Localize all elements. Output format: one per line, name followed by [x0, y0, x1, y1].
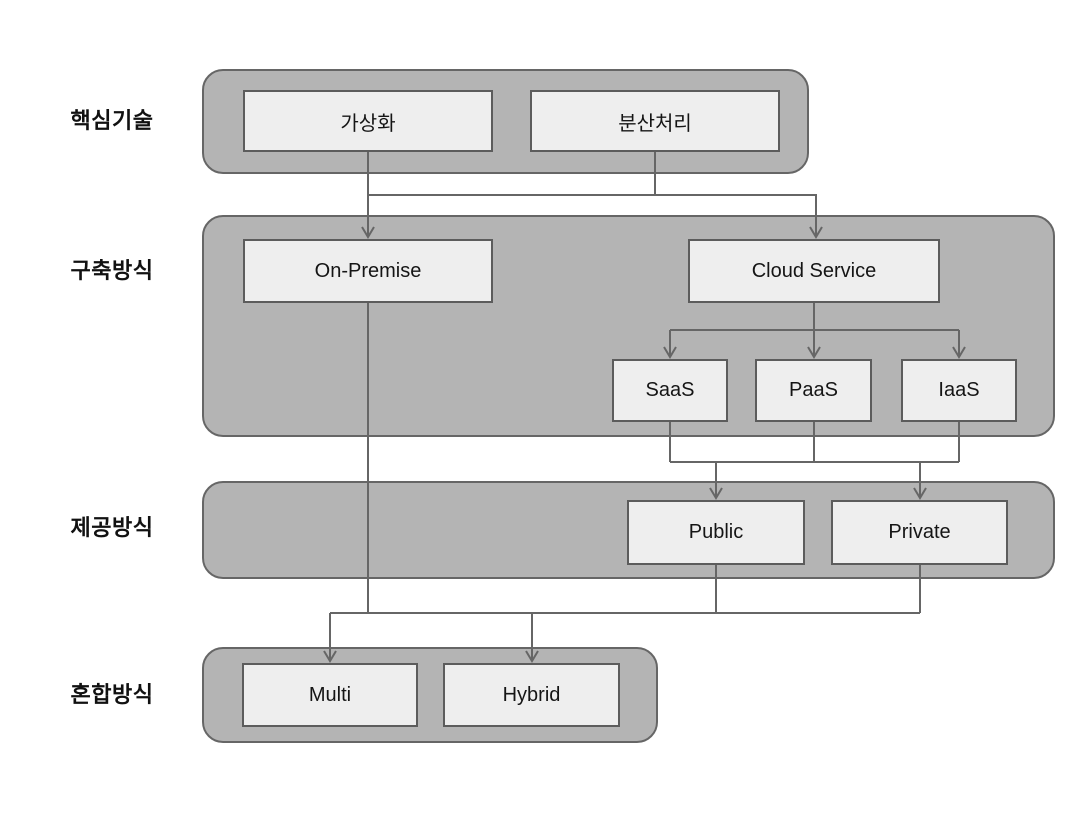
row-label-core-technology: 핵심기술 — [70, 108, 154, 133]
node-virtualization: 가상화 — [243, 90, 493, 152]
node-distributed-processing: 분산처리 — [530, 90, 780, 152]
row-label-mixed-method: 혼합방식 — [70, 682, 154, 707]
node-iaas: IaaS — [901, 359, 1017, 422]
node-multi: Multi — [242, 663, 418, 727]
node-hybrid: Hybrid — [443, 663, 620, 727]
node-private: Private — [831, 500, 1008, 565]
row-label-build-method: 구축방식 — [70, 258, 154, 283]
node-public: Public — [627, 500, 805, 565]
node-on-premise: On-Premise — [243, 239, 493, 303]
node-saas: SaaS — [612, 359, 728, 422]
connector-bus-cloudservice — [368, 194, 823, 239]
row-label-provision-method: 제공방식 — [70, 515, 154, 540]
node-cloud-service: Cloud Service — [688, 239, 940, 303]
node-paas: PaaS — [755, 359, 872, 422]
